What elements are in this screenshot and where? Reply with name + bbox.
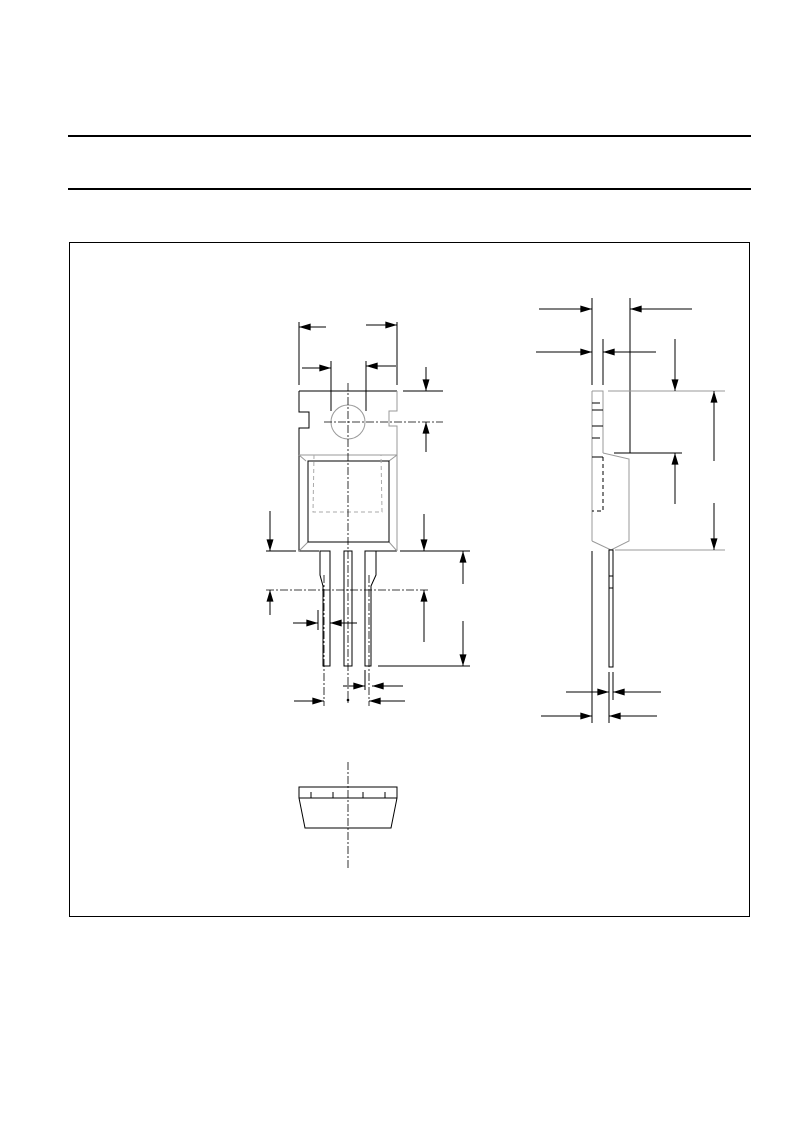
front-view (266, 383, 443, 706)
bottom-view (298, 762, 398, 868)
side-view (536, 298, 725, 723)
front-dimensions (266, 321, 470, 705)
drawing-frame (69, 242, 750, 917)
